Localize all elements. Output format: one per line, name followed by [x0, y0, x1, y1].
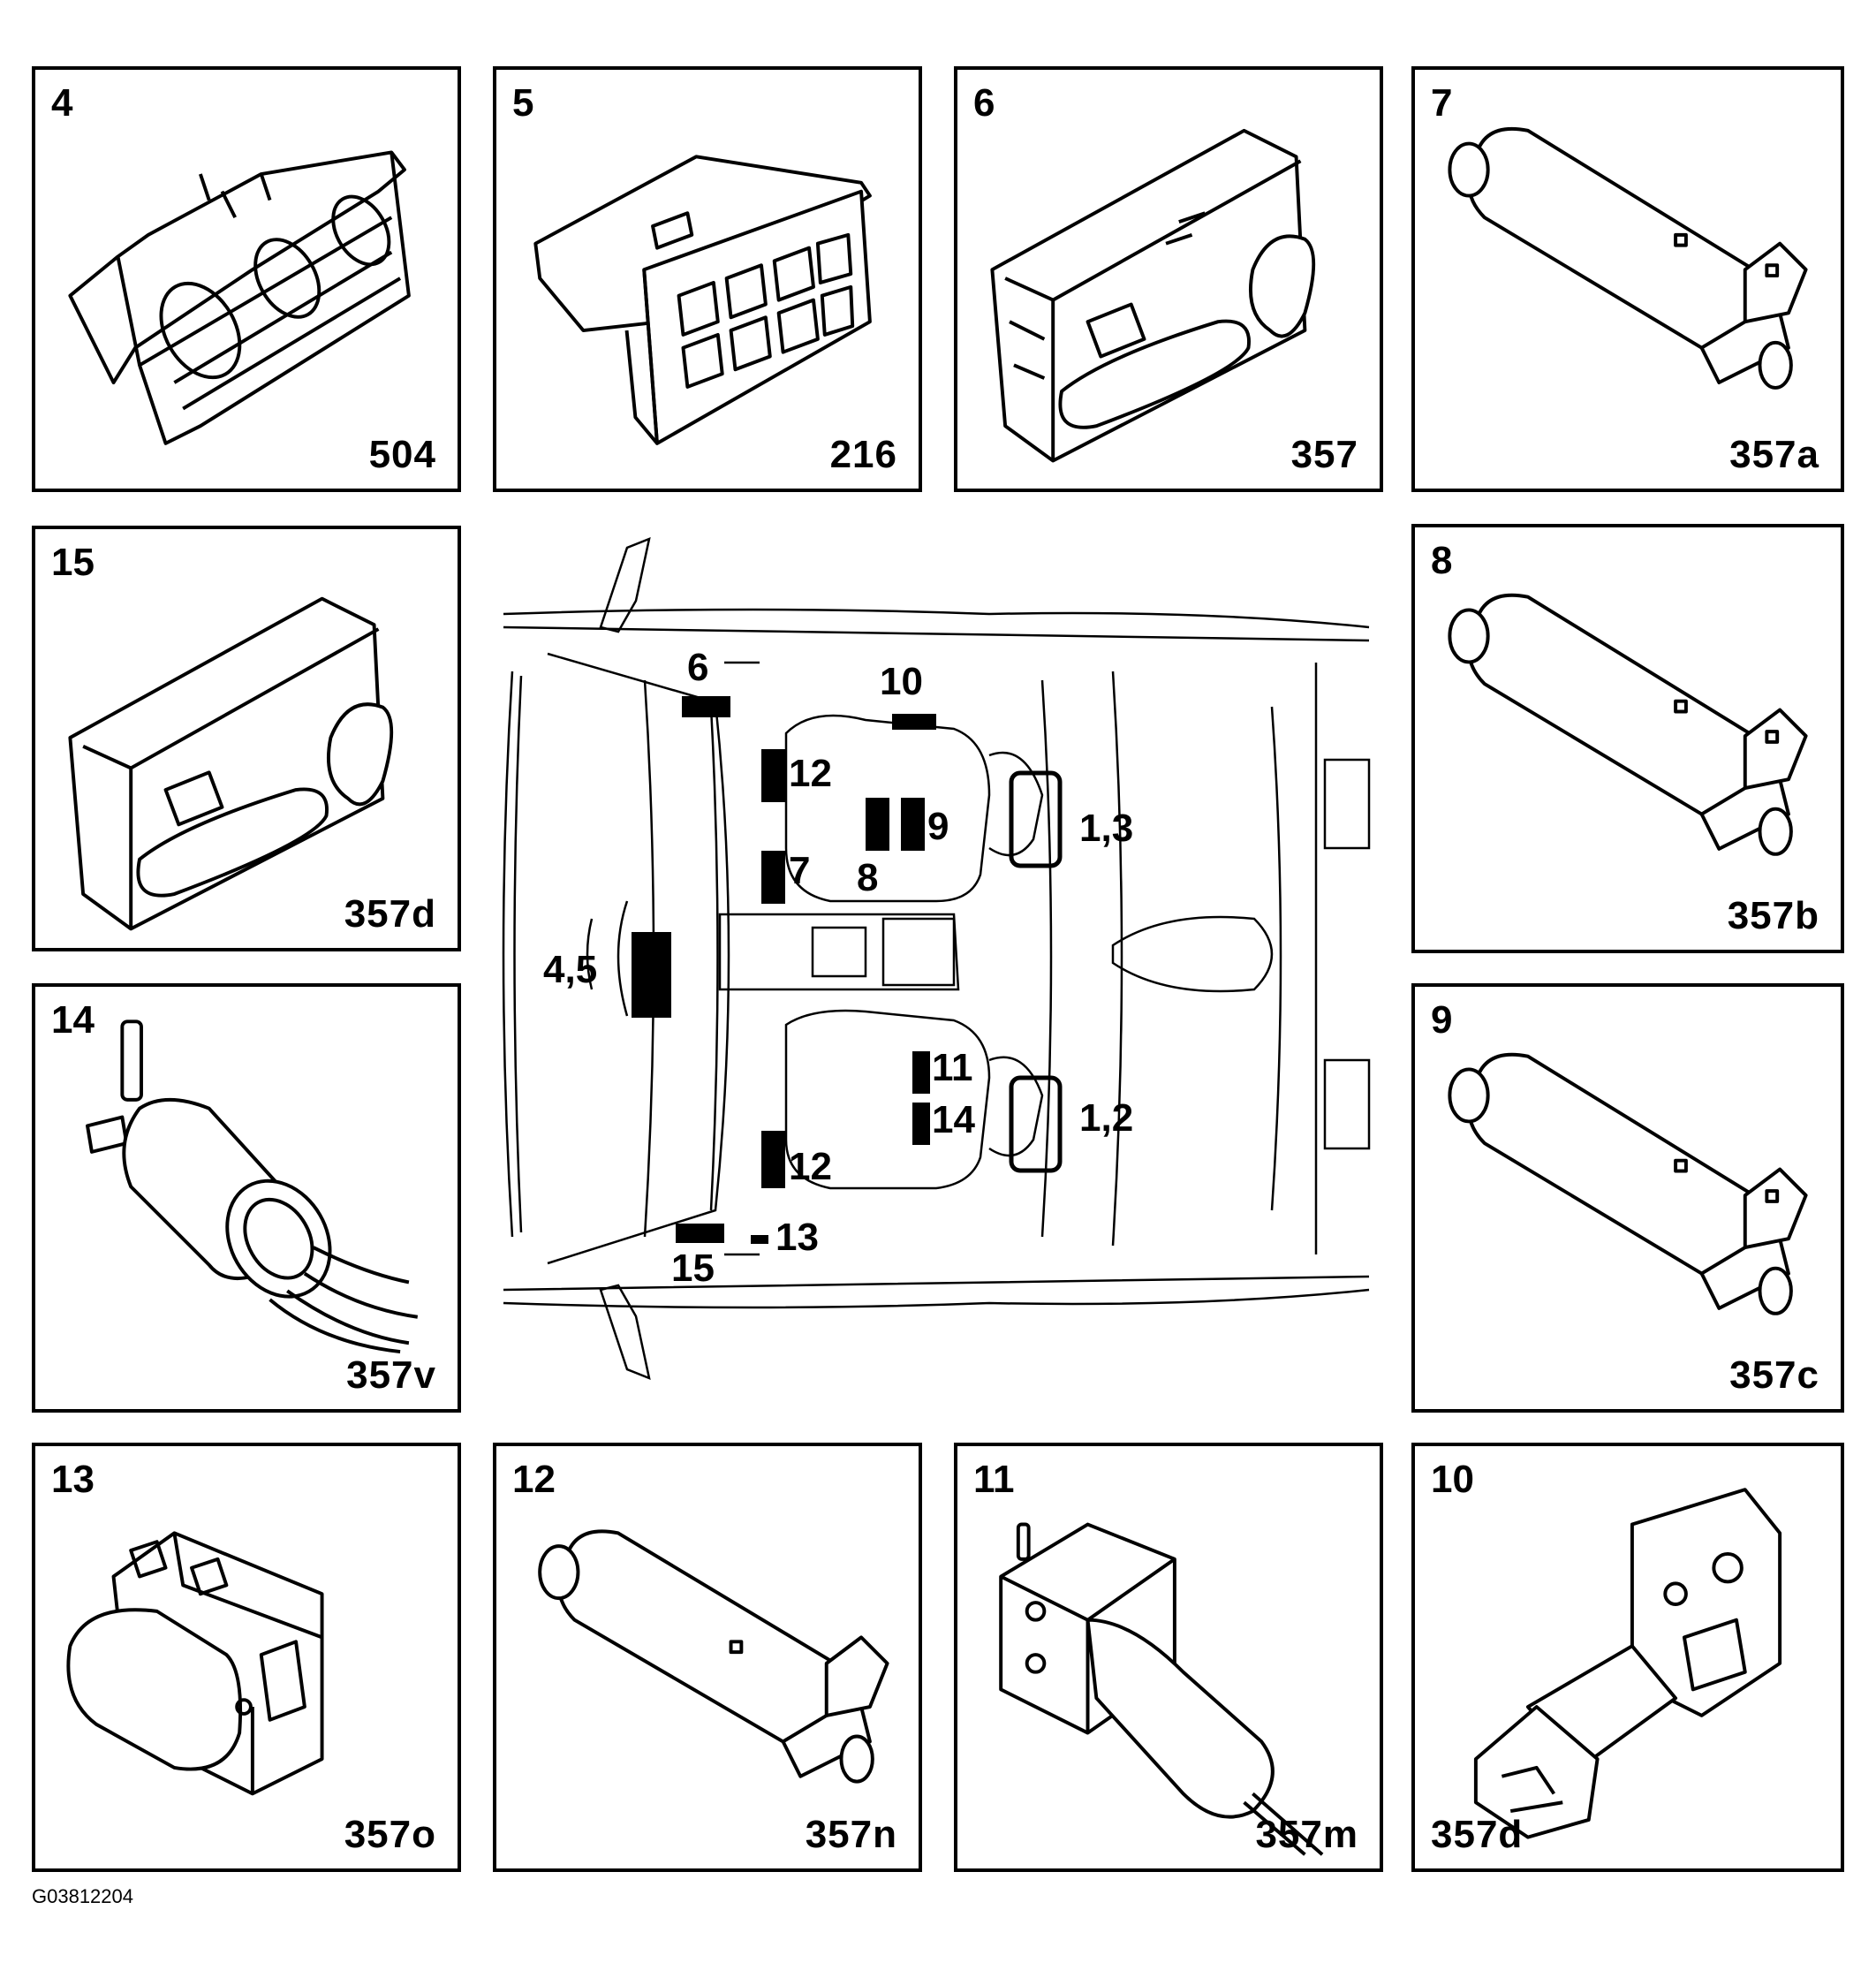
- panel-number: 8: [1431, 539, 1453, 582]
- panel-component-10: 10 357d: [1411, 1443, 1844, 1872]
- component-code: 357c: [1729, 1353, 1819, 1397]
- panel-component-13: 13 357o: [32, 1443, 461, 1872]
- panel-number: 10: [1431, 1458, 1474, 1501]
- callout-15: 15: [671, 1247, 715, 1290]
- control-module-illustration: [533, 155, 872, 445]
- panel-component-14: 14 357v: [32, 983, 461, 1413]
- location-marker-14: [912, 1103, 930, 1145]
- location-marker-9: [901, 798, 925, 851]
- panel-number: 9: [1431, 998, 1453, 1042]
- panel-number: 5: [512, 81, 534, 125]
- switch-illustration: [66, 1531, 324, 1796]
- component-code: 357d: [344, 892, 436, 936]
- callout-8: 8: [857, 856, 878, 899]
- motor-illustration: [1448, 593, 1808, 856]
- callout-10: 10: [880, 660, 923, 703]
- panel-number: 11: [973, 1458, 1015, 1501]
- motor-gearbox-illustration: [999, 1522, 1324, 1856]
- component-code: 357b: [1727, 894, 1819, 937]
- panel-component-5: 5 216: [493, 66, 922, 492]
- seat-switch-module-illustration: [68, 596, 394, 931]
- motor-gearbox-illustration: [1473, 1488, 1782, 1839]
- panel-component-11: 11 357m: [954, 1443, 1383, 1872]
- location-marker-8: [866, 798, 889, 851]
- component-code: 504: [368, 433, 436, 476]
- seat-switch-outline: [1009, 1075, 1063, 1173]
- component-code: 357: [1290, 433, 1358, 476]
- seat-switch-outline: [1009, 770, 1063, 868]
- callout-13: 13: [775, 1216, 819, 1259]
- location-marker-15: [676, 1224, 724, 1243]
- component-code: 357a: [1729, 433, 1819, 476]
- panel-number: 6: [973, 81, 995, 125]
- panel-number: 12: [512, 1458, 556, 1501]
- panel-component-15: 15 357d: [32, 526, 461, 951]
- component-code: 357d: [1431, 1813, 1524, 1856]
- location-marker-11: [912, 1051, 930, 1094]
- callout-9: 9: [927, 805, 949, 848]
- callout-14: 14: [932, 1098, 975, 1141]
- panel-number: 7: [1431, 81, 1453, 125]
- panel-number: 14: [51, 998, 95, 1042]
- panel-number: 15: [51, 541, 95, 584]
- motor-illustration: [538, 1529, 889, 1784]
- component-code: 357v: [346, 1353, 436, 1397]
- location-marker-10: [892, 714, 936, 730]
- component-code: 216: [829, 433, 897, 476]
- panel-number: 13: [51, 1458, 95, 1501]
- component-code: 357m: [1255, 1813, 1358, 1856]
- climate-control-panel-illustration: [68, 150, 411, 445]
- location-marker-4-5: [632, 932, 671, 1018]
- pump-illustration: [86, 1019, 419, 1354]
- callout-11: 11: [932, 1046, 973, 1089]
- callout-7: 7: [789, 849, 810, 892]
- callout-6: 6: [687, 646, 708, 689]
- callout-4-5: 4,5: [543, 948, 597, 991]
- location-marker-6: [682, 696, 730, 717]
- location-marker-13: [751, 1235, 768, 1244]
- figure-id: G03812204: [32, 1885, 133, 1907]
- callout-seat-switch-1-3: 1,3: [1079, 807, 1133, 850]
- panel-number: 4: [51, 81, 73, 125]
- motor-illustration: [1448, 126, 1808, 390]
- panel-component-12: 12 357n: [493, 1443, 922, 1872]
- location-marker-12-front: [761, 749, 785, 802]
- vehicle-plan-view: 6 10 12 9 1,3 7 8 4,5 11 14 1,2 12 13 15: [495, 530, 1378, 1405]
- vehicle-outline: 6 10 12 9 1,3 7 8 4,5 11 14 1,2 12 13 15: [502, 536, 1371, 1381]
- callout-12-rear: 12: [789, 1145, 832, 1188]
- panel-component-8: 8 357b: [1411, 524, 1844, 953]
- component-code: 357o: [344, 1813, 436, 1856]
- panel-component-7: 7 357a: [1411, 66, 1844, 492]
- panel-component-4: 4 504: [32, 66, 461, 492]
- location-marker-12-rear: [761, 1131, 785, 1188]
- component-code: 357n: [805, 1813, 897, 1856]
- callout-seat-switch-1-2: 1,2: [1079, 1096, 1133, 1140]
- panel-component-9: 9 357c: [1411, 983, 1844, 1413]
- seat-switch-module-illustration: [990, 128, 1316, 463]
- callout-12-front: 12: [789, 752, 832, 795]
- motor-illustration: [1448, 1052, 1808, 1315]
- panel-component-6: 6 357: [954, 66, 1383, 492]
- location-marker-7: [761, 851, 785, 904]
